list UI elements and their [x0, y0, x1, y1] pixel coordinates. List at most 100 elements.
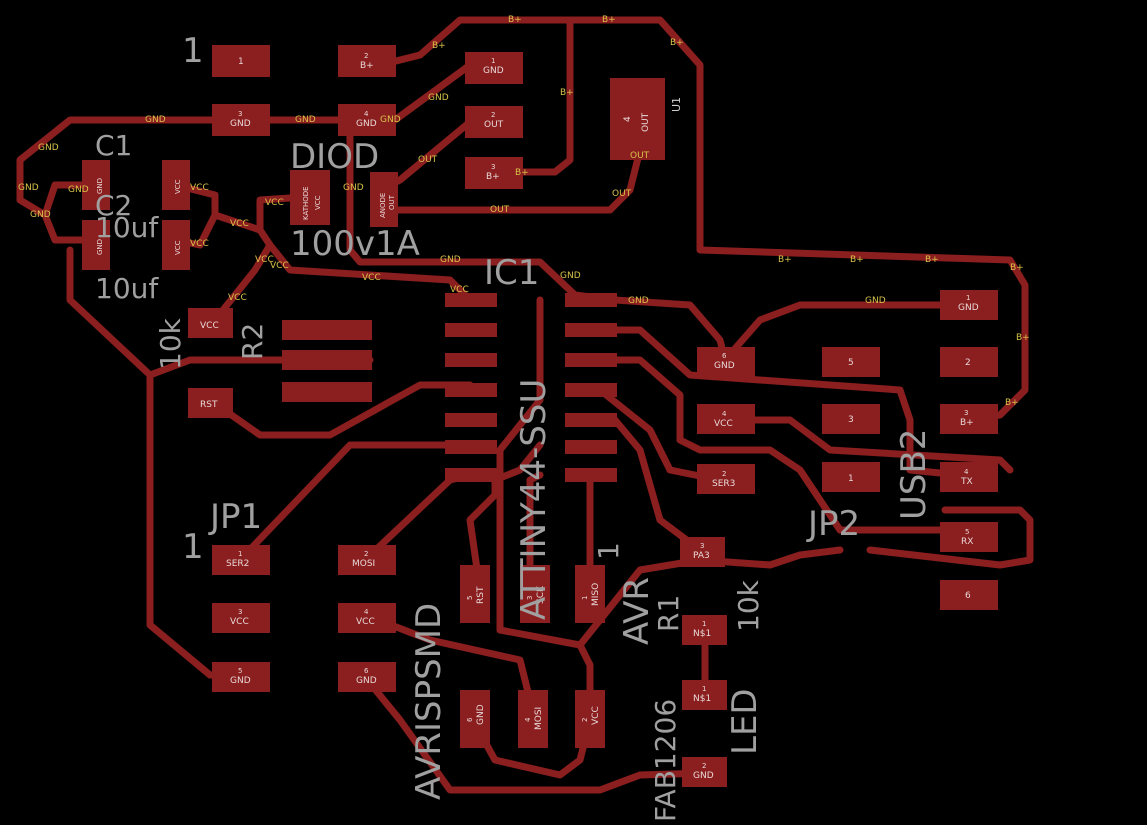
- pad: [465, 106, 523, 138]
- pad-label: GND: [958, 303, 979, 313]
- pad-label: VCC: [591, 706, 601, 725]
- pad: [465, 52, 523, 84]
- pad: [338, 45, 396, 77]
- pad: [282, 350, 372, 370]
- net-label: B+: [1016, 333, 1030, 343]
- pad-label: 1: [238, 57, 244, 67]
- silk-jp2: JP2: [806, 504, 860, 544]
- pad-num: 4: [964, 468, 969, 476]
- trace-vcc-r: [211, 241, 274, 324]
- pad-num: 1: [581, 596, 589, 600]
- net-label: GND: [440, 255, 461, 265]
- pad: [338, 545, 396, 575]
- pad-num: 4: [364, 110, 369, 118]
- pad: [465, 157, 523, 189]
- pad-label: GND: [96, 239, 104, 255]
- pad: [822, 404, 880, 434]
- pad-label: N$1: [693, 694, 711, 704]
- ic-pin: [565, 413, 617, 427]
- pad-label: VCC: [230, 617, 249, 627]
- pad: [520, 565, 550, 623]
- net-label: VCC: [190, 183, 209, 193]
- pad: [610, 78, 665, 160]
- trace-vcc-c: [171, 181, 469, 299]
- silk-u1: U1: [670, 97, 683, 112]
- silk-ic1: IC1: [484, 253, 539, 293]
- trace-gnd-c2: [41, 211, 99, 244]
- pad-label: B+: [360, 61, 374, 71]
- net-label: B+: [432, 41, 446, 51]
- net-label: VCC: [190, 239, 209, 249]
- pad-label: 2: [965, 358, 971, 368]
- silk-jp1: JP1: [208, 497, 262, 537]
- trace-ic-center: [496, 296, 594, 704]
- pad-num: 5: [238, 667, 242, 675]
- pad: [697, 347, 755, 377]
- trace-ic-vcc: [361, 611, 534, 704]
- pad-label: 6: [965, 591, 971, 601]
- trace-gnd-jp2: [721, 301, 974, 364]
- net-label: GND: [145, 115, 166, 125]
- pad-num: 2: [581, 718, 589, 722]
- trace-avr-vcc: [576, 546, 844, 649]
- pad: [188, 388, 233, 418]
- pad: [338, 603, 396, 633]
- pad: [940, 290, 998, 320]
- pad: [212, 45, 270, 77]
- silk-r2: R2: [236, 323, 269, 360]
- net-label: VCC: [265, 198, 284, 208]
- pad-num: 2: [364, 550, 368, 558]
- net-label: GND: [30, 210, 51, 220]
- silk-avr-pin1: 1: [592, 542, 625, 560]
- pad: [940, 580, 998, 610]
- pad: [282, 320, 372, 340]
- pad-num: 3: [491, 163, 495, 171]
- ic-pin: [565, 440, 617, 454]
- pad: [940, 347, 998, 377]
- pad: [682, 615, 727, 645]
- trace-vcc-diode: [256, 194, 294, 234]
- silk-diod: DIOD: [290, 137, 379, 177]
- pad-label: OUT: [641, 112, 651, 132]
- pad-num: 1: [702, 685, 706, 693]
- pad-label: MOSI: [352, 559, 375, 569]
- silk-fab1206: FAB1206: [649, 699, 682, 822]
- pad: [188, 308, 233, 338]
- pad: [822, 462, 880, 492]
- pad: [680, 537, 725, 567]
- pad: [697, 404, 755, 434]
- pad-label: TX: [960, 477, 973, 487]
- trace-rx-loop: [866, 506, 1034, 569]
- net-label: B+: [508, 15, 522, 25]
- pad: [338, 104, 396, 136]
- pad-num: 3: [526, 596, 534, 600]
- trace-ic-rst2: [466, 441, 544, 594]
- pad-label: VCC: [174, 240, 182, 255]
- pad-num: 6: [466, 717, 474, 722]
- silk-ic1-part: ATTINY44-SSU: [514, 379, 554, 620]
- silk-avrispsmd: AVRISPSMD: [409, 603, 449, 800]
- silkscreen: 1 C1 C2 10uf 10uf DIOD 100v1A IC1 ATTINY…: [95, 31, 934, 822]
- pad-label: B+: [486, 172, 500, 182]
- pad: [518, 690, 548, 748]
- silk-avr: AVR: [617, 577, 657, 645]
- pad: [338, 662, 396, 692]
- net-label: VCC: [362, 273, 381, 283]
- pad-label: RST: [476, 586, 486, 604]
- net-label: GND: [628, 296, 649, 306]
- pad: [82, 220, 110, 270]
- net-labels: B+ B+ B+ B+ B+ B+ B+ B+ B+ B+ B+ B+ GND …: [18, 15, 1030, 408]
- pad: [212, 545, 270, 575]
- pad-label: RST: [200, 400, 218, 410]
- pad-num: 2: [491, 111, 495, 119]
- pad-label: N$1: [693, 629, 711, 639]
- pad-num: 4: [623, 116, 633, 122]
- pad-label: KATHODE: [302, 186, 310, 220]
- ic-pin: [565, 468, 617, 482]
- pad-num: 5: [466, 596, 474, 600]
- pad: [822, 347, 880, 377]
- pad: [290, 170, 330, 225]
- pad-num: 2: [702, 762, 706, 770]
- pad: [460, 690, 490, 748]
